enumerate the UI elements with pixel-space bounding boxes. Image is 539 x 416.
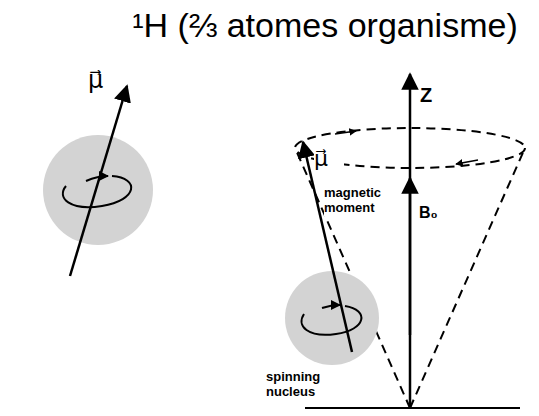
rotation-arrow [86,176,108,181]
moment-symbol: μ⃗ [88,66,118,94]
moment-arrow [303,142,352,352]
cone-edge [410,148,525,408]
rotation-curve [302,306,362,335]
precession-arrow [456,160,478,164]
moment-label: magnetic moment [324,186,390,216]
nucleus-label: spinning nucleus [266,370,338,400]
moment-arrow [70,86,127,276]
nucleus-sphere [285,271,379,365]
axis-label: Z [420,84,450,107]
moment-symbol: μ⃗ [314,146,344,171]
base-line [305,407,520,409]
rotation-curve [63,176,131,207]
title: ¹H (⅔ atomes organisme) [115,6,535,45]
precession-arrow [335,131,356,134]
z-axis [409,74,412,408]
nucleus-sphere [43,135,153,245]
b0-arrow [409,178,412,335]
rotation-arrow [322,305,340,308]
field-label: B₀ [419,204,455,222]
